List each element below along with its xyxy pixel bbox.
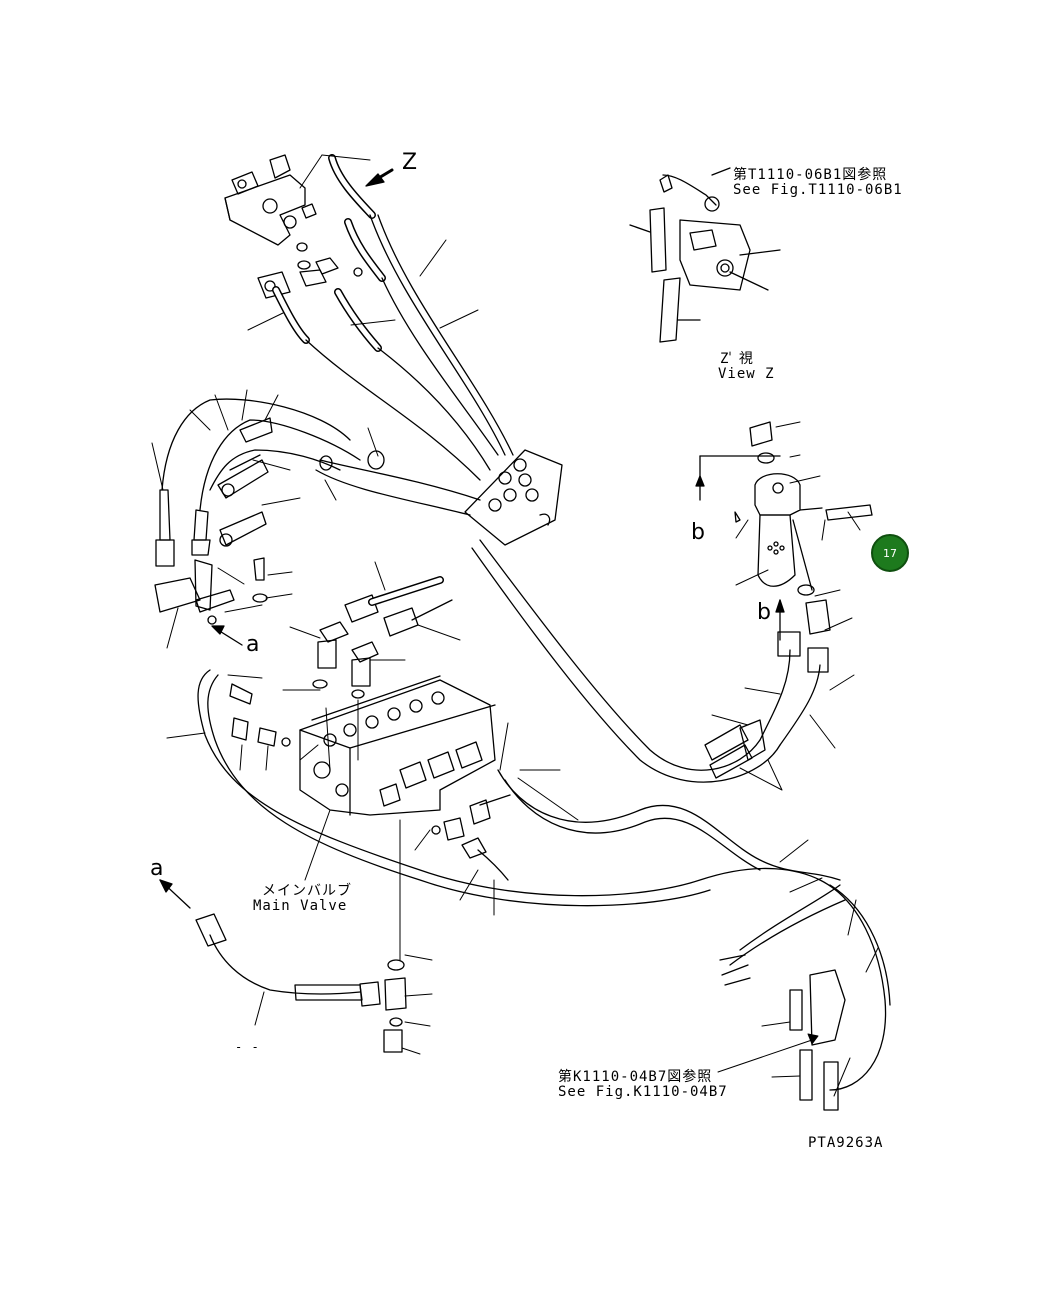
lower-right-manifold: [719, 954, 846, 1111]
main-valve-label-en: Main Valve: [253, 898, 348, 914]
filter-unit: [695, 421, 873, 641]
ref-bottom-jp: 第K1110-04B7図参照: [558, 1069, 713, 1085]
view-z-title-en: View Z: [718, 366, 775, 382]
long-hoses: [471, 539, 821, 783]
ref-bottom-en: See Fig.K1110-04B7: [558, 1084, 728, 1100]
marker-a-lower: a: [150, 856, 164, 881]
marker-a-upper: a: [246, 632, 260, 657]
ref-top-en: See Fig.T1110-06B1: [733, 182, 903, 198]
marker-b-lower: b: [757, 600, 771, 625]
small-dash-mark: - -: [235, 1040, 260, 1054]
figure-code: PTA9263A: [808, 1135, 884, 1151]
pilot-hoses: [272, 154, 514, 481]
valve-fittings: [229, 576, 453, 747]
marker-b-upper: b: [691, 520, 705, 545]
ref-top-jp: 第T1110-06B1図参照: [733, 167, 888, 183]
callout-badge-17[interactable]: 17: [871, 534, 909, 572]
right-fittings: [704, 584, 831, 779]
view-z-title-jp: Z 視: [720, 351, 754, 367]
arrow-a-upper: [211, 625, 243, 646]
left-hose-bundle: [154, 398, 481, 625]
z-view-arrow: [365, 168, 394, 187]
view-z-marker: Z: [402, 150, 418, 175]
view-z-sketch: [629, 167, 781, 343]
valve-port-fittings: [431, 794, 511, 881]
leader-lines: [151, 154, 879, 1097]
pilot-valve-block: [224, 154, 317, 246]
main-valve-label-jp: メインバルブ: [262, 883, 352, 899]
upper-fittings: [257, 242, 363, 299]
lower-left-hose: [159, 879, 407, 1053]
main-valve-body: [299, 675, 496, 816]
lower-hose-loop: [197, 669, 891, 1091]
junction-block: [464, 449, 563, 546]
